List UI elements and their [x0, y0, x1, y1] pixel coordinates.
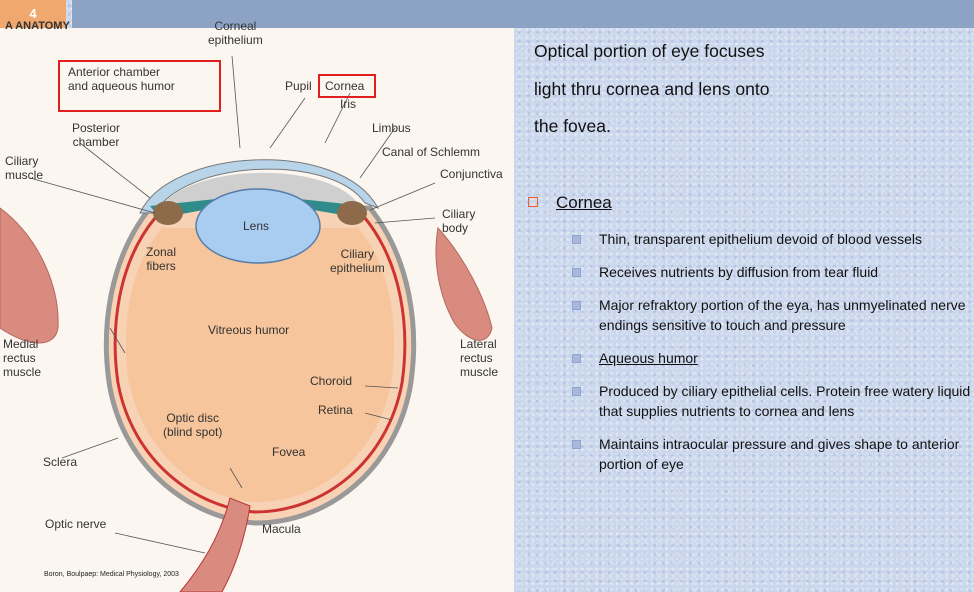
highlight-anterior-chamber-box [58, 60, 221, 112]
label-lens: Lens [243, 220, 269, 234]
label-vitreous-humor: Vitreous humor [208, 324, 289, 338]
bullet-square-icon [572, 301, 581, 310]
bullet-square-icon [572, 268, 581, 277]
section-bullet-icon [528, 197, 538, 207]
label-optic-nerve: Optic nerve [45, 518, 106, 532]
label-iris: Iris [340, 98, 356, 112]
list-item: Major refraktory portion of the eya, has… [572, 295, 972, 335]
bullet-square-icon [572, 387, 581, 396]
label-pupil: Pupil [285, 80, 312, 94]
intro-line-3: the fovea. [534, 108, 964, 146]
list-item: Thin, transparent epithelium devoid of b… [572, 229, 972, 249]
diagram-panel-label: A ANATOMY [5, 20, 70, 33]
list-item: Maintains intraocular pressure and gives… [572, 434, 972, 474]
label-posterior-chamber: Posterior chamber [72, 122, 120, 150]
intro-line-2: light thru cornea and lens onto [534, 71, 964, 109]
label-canal-of-schlemm: Canal of Schlemm [382, 146, 480, 160]
highlight-cornea-box [318, 74, 376, 98]
section-heading-cornea: Cornea [556, 193, 612, 213]
ciliary-body-right [337, 201, 367, 225]
list-item: Receives nutrients by diffusion from tea… [572, 262, 972, 282]
bullet-square-icon [572, 235, 581, 244]
bullet-square-icon [572, 354, 581, 363]
label-ciliary-muscle: Ciliary muscle [5, 155, 43, 183]
label-macula: Macula [262, 523, 301, 537]
label-ciliary-body: Ciliary body [442, 208, 475, 236]
list-item-aqueous-humor: Aqueous humor [572, 348, 972, 368]
label-retina: Retina [318, 404, 353, 418]
bullet-square-icon [572, 440, 581, 449]
eye-anatomy-diagram [0, 28, 514, 592]
label-zonal-fibers: Zonal fibers [146, 246, 176, 274]
slide-text-panel: Optical portion of eye focuses light thr… [534, 33, 964, 146]
label-sclera: Sclera [43, 456, 77, 470]
bullet-list: Thin, transparent epithelium devoid of b… [572, 229, 972, 487]
label-choroid: Choroid [310, 375, 352, 389]
label-medial-rectus: Medial rectus muscle [3, 338, 41, 379]
label-corneal-epithelium: Corneal epithelium [208, 20, 263, 48]
label-ciliary-epithelium: Ciliary epithelium [330, 248, 385, 276]
label-conjunctiva: Conjunctiva [440, 168, 503, 182]
ciliary-body-left [153, 201, 183, 225]
label-limbus: Limbus [372, 122, 411, 136]
image-credit: Boron, Boulpaep: Medical Physiology, 200… [44, 571, 179, 578]
label-lateral-rectus: Lateral rectus muscle [460, 338, 498, 379]
label-fovea: Fovea [272, 446, 305, 460]
section-heading-text: Cornea [556, 193, 612, 212]
label-optic-disc: Optic disc (blind spot) [163, 412, 222, 440]
list-item: Produced by ciliary epithelial cells. Pr… [572, 381, 972, 421]
intro-line-1: Optical portion of eye focuses [534, 33, 964, 71]
slide-number: 4 [0, 6, 66, 21]
